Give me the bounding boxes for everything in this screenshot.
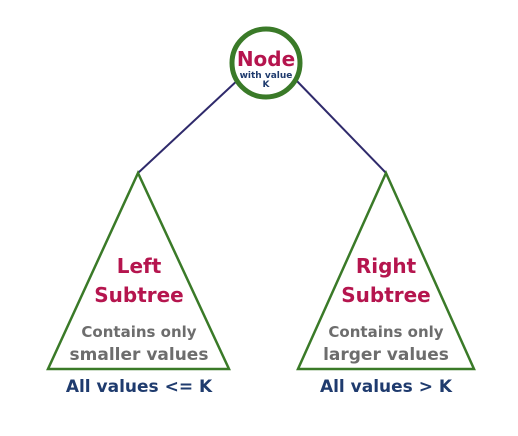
right-subtree-title-line2: Subtree	[341, 283, 431, 307]
right-subtree-caption: All values > K	[320, 377, 453, 397]
node-value-label: with value	[240, 71, 293, 81]
left-subtree-title-line2: Subtree	[94, 283, 184, 307]
right-subtree-triangle	[296, 169, 476, 371]
edge-to-left-subtree	[137, 77, 241, 174]
left-subtree-desc-line2: smaller values	[70, 345, 209, 365]
left-subtree-desc-line1: Contains only	[81, 323, 196, 341]
right-subtree-title-line1: Right	[356, 254, 417, 278]
node-value-key: K	[263, 80, 271, 90]
node-title: Node	[237, 47, 295, 71]
node-circle	[229, 26, 303, 100]
edge-to-right-subtree	[293, 77, 387, 174]
left-subtree-caption: All values <= K	[66, 377, 213, 397]
right-subtree-desc-line1: Contains only	[328, 323, 443, 341]
left-subtree-title-line1: Left	[117, 254, 162, 278]
left-subtree-triangle	[46, 170, 231, 371]
right-subtree-desc-line2: larger values	[323, 345, 449, 365]
